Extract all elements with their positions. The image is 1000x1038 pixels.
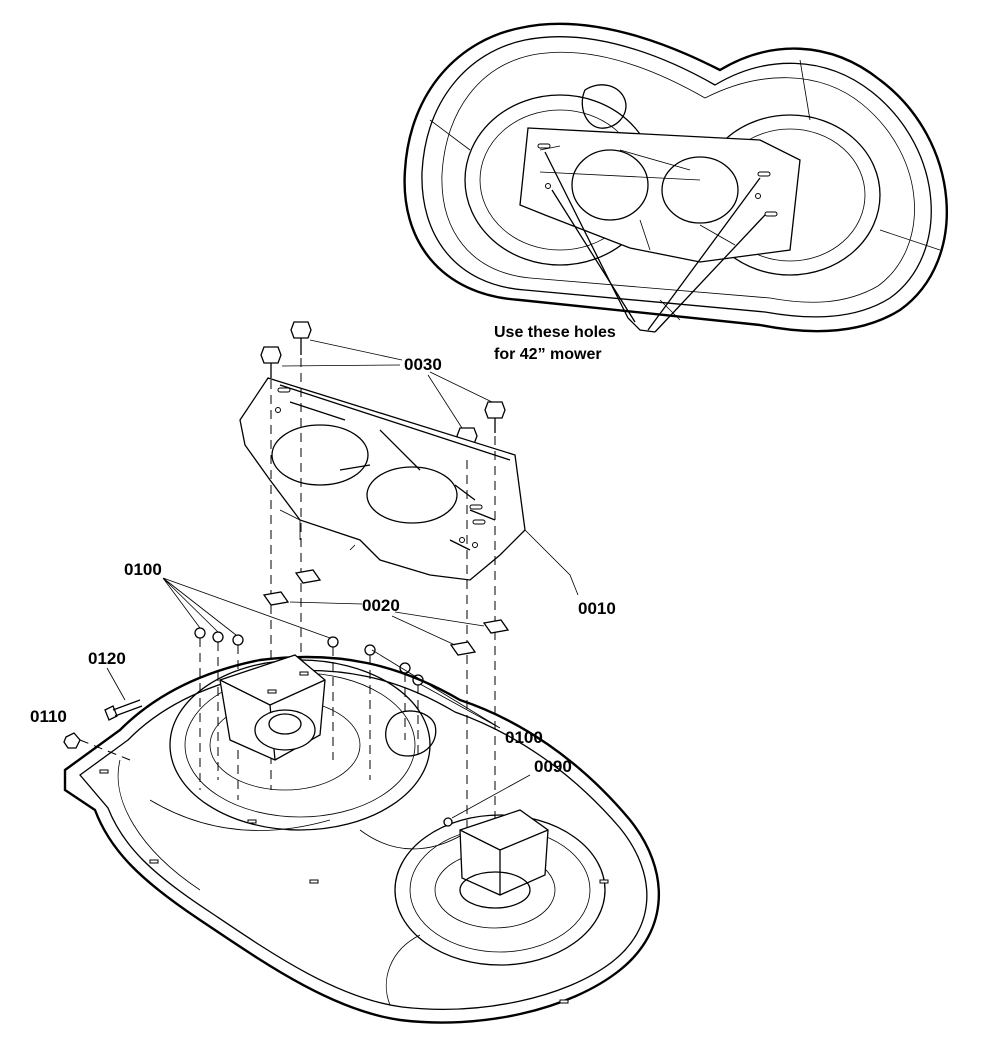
spindle-nut [443,774,531,827]
callout-0020: 0020 [362,596,400,615]
mower-deck [63,654,660,1024]
spacer-pads [262,569,510,656]
callout-0120: 0120 [88,649,126,668]
belt-shield [239,377,579,596]
nut-group-left [162,577,501,729]
side-nut [63,732,81,749]
bolt [484,401,506,433]
inset-deck-view [403,22,949,333]
note-line-2: for 42” mower [494,346,602,363]
callout-0110: 0110 [30,707,67,726]
callout-0030: 0030 [404,355,442,374]
callout-0090: 0090 [534,757,572,776]
callout-0100-left: 0100 [124,560,162,579]
bolt [260,346,282,378]
side-bolt [104,699,143,721]
callout-0010: 0010 [578,599,616,618]
bolt [290,321,312,355]
callout-0100-right: 0100 [505,728,543,747]
note-line-1: Use these holes [494,324,616,341]
